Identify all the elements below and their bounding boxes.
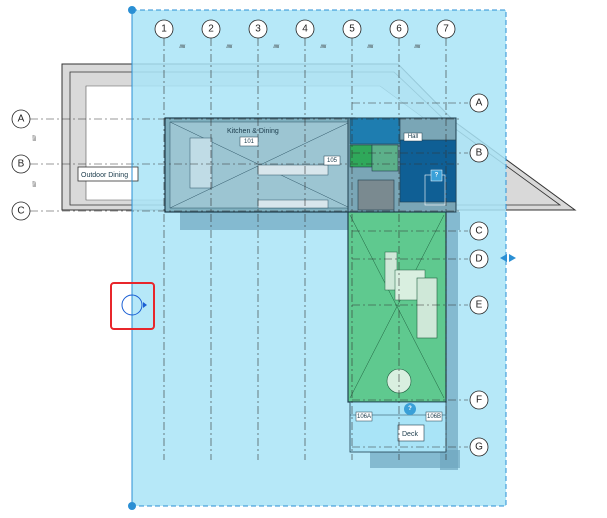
circle-icon[interactable] — [121, 294, 143, 316]
room-105-tag: 105 — [327, 158, 338, 164]
dimension-mark: iiiii — [415, 44, 421, 50]
grid-bubble-row-right-D[interactable]: D — [469, 249, 489, 269]
kitchen-wing — [164, 117, 356, 213]
highlighted-grid-bubble[interactable] — [110, 282, 155, 330]
room-106a-tag: 106A — [357, 414, 371, 420]
grid-bubble-row-right-D-label: D — [475, 254, 482, 265]
grid-bubble-row-right-G[interactable]: G — [469, 437, 489, 457]
grid-bubble-col-2-label: 2 — [208, 24, 214, 35]
grid-bubble-row-left-A[interactable]: A — [11, 109, 31, 129]
dimension-mark: iiiii — [227, 44, 233, 50]
room-labels: Outdoor Dining Kitchen & Dining 101 105 … — [77, 128, 443, 438]
deck-label: Deck — [402, 431, 418, 438]
grid-bubble-row-right-C[interactable]: C — [469, 221, 489, 241]
grid-bubble-col-3[interactable]: 3 — [248, 19, 268, 39]
grid-bubble-row-left-A-label: A — [18, 114, 25, 125]
grid-bubble-row-right-C-label: C — [475, 226, 482, 237]
help-icon[interactable]: ? — [408, 406, 412, 412]
grid-bubble-row-right-A[interactable]: A — [469, 93, 489, 113]
dimension-mark: iiiii — [180, 44, 186, 50]
resize-arrow-right[interactable] — [509, 254, 516, 262]
grid-bubble-col-5[interactable]: 5 — [342, 19, 362, 39]
grid-bubble-col-5-label: 5 — [349, 24, 355, 35]
top-grip-handle[interactable] — [128, 6, 136, 14]
help-icon[interactable]: ? — [435, 173, 439, 179]
grid-bubble-row-right-A-label: A — [476, 98, 483, 109]
deck-area — [349, 401, 447, 453]
grid-bubble-row-left-B-label: B — [18, 159, 25, 170]
dimension-mark: iiiii — [32, 135, 38, 141]
grid-bubble-row-left-C[interactable]: C — [11, 201, 31, 221]
grid-bubble-col-3-label: 3 — [255, 24, 261, 35]
kitchen-dining-label: Kitchen & Dining — [227, 128, 279, 135]
caret-right-icon — [143, 302, 147, 308]
hall-tag: Hall — [408, 134, 418, 140]
outdoor-dining-label: Outdoor Dining — [81, 172, 128, 179]
dimension-mark: iiiii — [321, 44, 327, 50]
grid-bubble-row-right-E[interactable]: E — [469, 295, 489, 315]
grid-bubble-col-1-label: 1 — [161, 24, 167, 35]
grid-bubble-col-6-label: 6 — [396, 24, 402, 35]
grid-bubble-row-left-C-label: C — [17, 206, 24, 217]
dimension-mark: iiiii — [368, 44, 374, 50]
service-core — [347, 117, 457, 213]
grid-bubble-col-7-label: 7 — [443, 24, 449, 35]
grid-bubble-col-4-label: 4 — [302, 24, 308, 35]
grid-bubble-row-left-B[interactable]: B — [11, 154, 31, 174]
dimension-mark: iiiii — [32, 181, 38, 187]
grid-bubble-row-right-B-label: B — [476, 148, 483, 159]
highlight-box — [110, 282, 155, 330]
grid-bubble-col-2[interactable]: 2 — [201, 19, 221, 39]
grid-bubble-row-right-E-label: E — [476, 300, 483, 311]
grid-bubble-col-4[interactable]: 4 — [295, 19, 315, 39]
dimension-mark: iiiii — [274, 44, 280, 50]
grid-lines — [30, 38, 468, 460]
room-106b-tag: 106B — [427, 414, 441, 420]
resize-arrow-left[interactable] — [500, 254, 507, 262]
grid-bubble-row-right-G-label: G — [475, 442, 483, 453]
kitchen-room-tag: 101 — [244, 139, 255, 145]
living-wing — [347, 211, 447, 403]
grid-bubble-col-1[interactable]: 1 — [154, 19, 174, 39]
outdoor-dining-tag[interactable] — [77, 166, 139, 182]
grid-bubble-row-right-F-label: F — [476, 395, 482, 406]
grid-bubble-col-6[interactable]: 6 — [389, 19, 409, 39]
grid-bubble-col-7[interactable]: 7 — [436, 19, 456, 39]
bottom-grip-handle[interactable] — [128, 502, 136, 510]
grid-bubble-row-right-F[interactable]: F — [469, 390, 489, 410]
selection-handles — [128, 6, 516, 510]
grid-bubble-row-right-B[interactable]: B — [469, 143, 489, 163]
